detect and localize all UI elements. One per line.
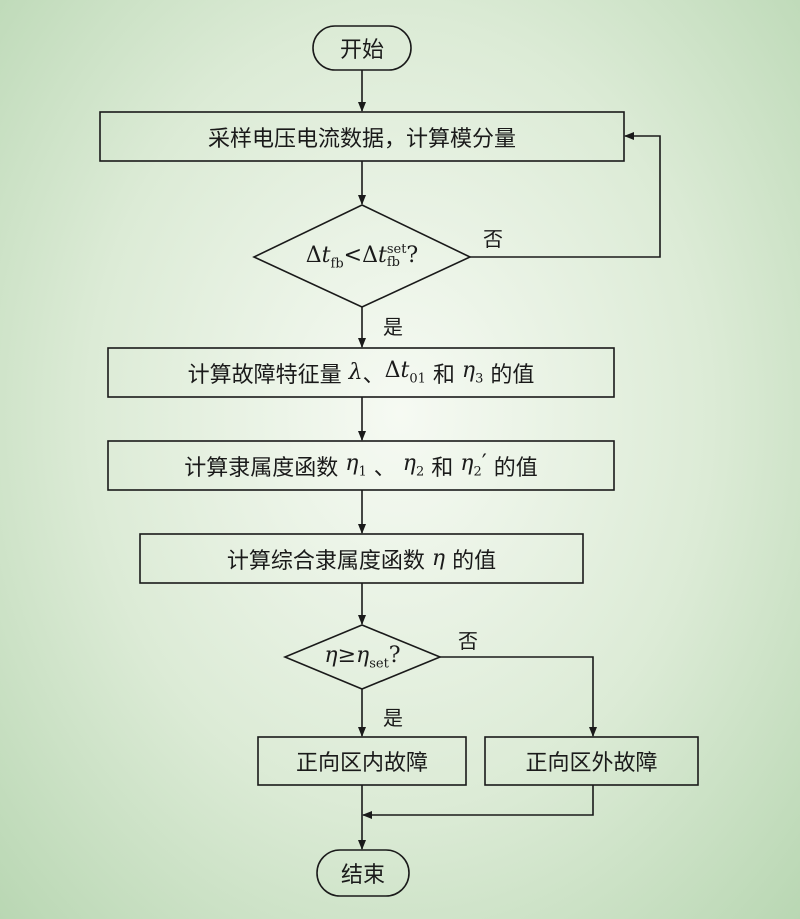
- external-fault-label: 正向区外故障: [525, 751, 658, 776]
- edge-label-yes-1: 是: [383, 315, 403, 339]
- calc-features-box: [107, 347, 615, 398]
- calc-membership-label: 计算隶属度函数 η1 、 η2 和 η2′ 的值: [184, 451, 538, 481]
- edge-decision2-no: [440, 656, 597, 737]
- calc-membership-box: [107, 440, 615, 491]
- edge-decision1-no-loop: [470, 132, 661, 258]
- decision2-label: η≥ηset?: [324, 642, 401, 672]
- edge-label-yes-2: 是: [383, 706, 403, 730]
- start-label: 开始: [339, 38, 384, 63]
- end-label: 结束: [340, 863, 385, 888]
- calc-features-label: 计算故障特征量 λ、Δt01 和 η3 的值: [187, 358, 535, 388]
- edge-label-no-1: 否: [483, 227, 503, 251]
- edge-external-end: [362, 785, 594, 819]
- calc-comprehensive-label: 计算综合隶属度函数 η 的值: [226, 546, 497, 574]
- external-fault-box: [484, 736, 699, 786]
- internal-fault-label: 正向区内故障: [295, 751, 428, 776]
- sample-label: 采样电压电流数据，计算模分量: [207, 126, 516, 152]
- end-terminal: [316, 849, 410, 897]
- edge-label-no-2: 否: [458, 629, 478, 653]
